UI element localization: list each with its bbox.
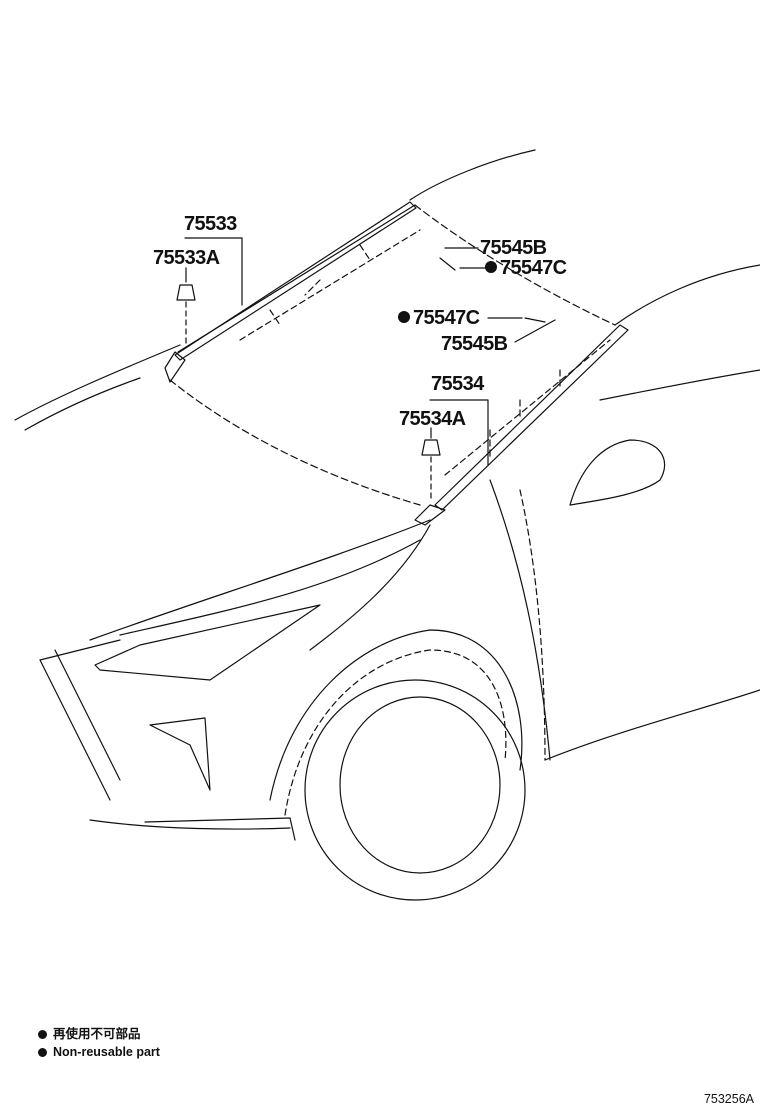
callout-75533: 75533 xyxy=(184,213,237,235)
door-edge xyxy=(489,479,551,761)
bumper-side xyxy=(144,817,296,841)
windshield-top xyxy=(414,204,616,326)
callout-75534: 75534 xyxy=(431,373,485,395)
nonreusable-dot-1 xyxy=(485,261,497,273)
callout-75533A: 75533A xyxy=(153,247,220,269)
windshield-base xyxy=(169,379,421,506)
callout-75534A: 75534A xyxy=(399,408,466,430)
left-pillar-moulding xyxy=(174,201,417,361)
front-grille xyxy=(39,639,121,801)
roof-line xyxy=(409,149,536,201)
clip-75533A xyxy=(176,284,196,301)
bullet-icon xyxy=(38,1047,47,1057)
left-moulding-end xyxy=(164,351,186,383)
roof-right xyxy=(614,264,760,326)
callout-75547C-top: 75547C xyxy=(500,257,567,279)
leader-75545B-mid xyxy=(514,319,556,343)
screw-top xyxy=(439,257,456,271)
callout-75545B-top: 75545B xyxy=(480,237,547,259)
body-side xyxy=(599,369,760,401)
fender-top xyxy=(119,539,421,636)
legend-text-en: Non-reusable part xyxy=(53,1045,160,1059)
right-moulding-end xyxy=(414,504,446,526)
bullet-icon xyxy=(38,1029,47,1039)
bumper-lower xyxy=(89,819,291,830)
tire xyxy=(304,679,526,901)
wheel-rim xyxy=(339,696,501,874)
body-side-lower xyxy=(544,689,760,761)
fog-lamp xyxy=(149,717,211,791)
legend: 再使用不可部品 Non-reusable part xyxy=(38,1025,160,1061)
legend-row-ja: 再使用不可部品 xyxy=(38,1025,160,1043)
wheel-arch-inner xyxy=(284,649,507,816)
door-edge-dashed xyxy=(519,489,546,761)
leader-75534 xyxy=(429,399,489,466)
hood-outline xyxy=(14,344,181,421)
screw-mid xyxy=(524,317,546,323)
callout-75545B-mid: 75545B xyxy=(441,333,508,355)
callout-75547C-mid: 75547C xyxy=(413,307,480,329)
diagram-id: 753256A xyxy=(703,1092,754,1106)
headlamp xyxy=(94,604,321,681)
wheel-arch xyxy=(269,629,523,801)
hood-inner-line xyxy=(24,377,141,431)
side-mirror xyxy=(569,439,666,506)
nonreusable-dot-2 xyxy=(398,311,410,323)
hood-front-edge xyxy=(89,519,431,641)
leader-75533 xyxy=(184,237,243,306)
clip-75534A xyxy=(421,439,441,456)
legend-row-en: Non-reusable part xyxy=(38,1043,160,1061)
fender-curve xyxy=(309,524,431,651)
left-pillar-moulding-2 xyxy=(177,204,416,353)
left-pillar-dashes xyxy=(239,229,421,341)
legend-text-ja: 再使用不可部品 xyxy=(53,1027,141,1041)
right-pillar-dashes xyxy=(444,339,611,476)
